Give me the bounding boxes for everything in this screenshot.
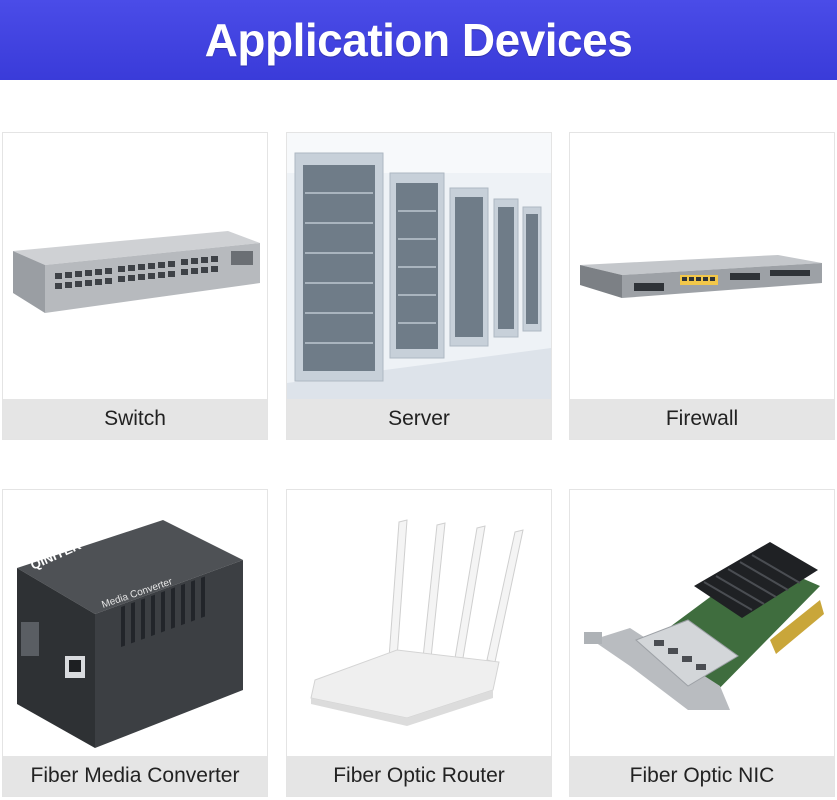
device-label-server: Server [287,399,551,439]
device-label-switch: Switch [3,399,267,439]
device-card-fiber-optic-router[interactable]: Fiber Optic Router [287,490,551,796]
device-label-fiber-optic-nic: Fiber Optic NIC [570,756,834,796]
device-card-fiber-media-converter[interactable]: QINIYEK Media Converter Fiber Media Conv… [3,490,267,796]
router-icon [287,490,551,756]
device-label-fiber-media-converter: Fiber Media Converter [3,756,267,796]
device-card-server[interactable]: Server [287,133,551,439]
device-card-firewall[interactable]: Firewall [570,133,834,439]
device-card-fiber-optic-nic[interactable]: Fiber Optic NIC [570,490,834,796]
device-label-firewall: Firewall [570,399,834,439]
server-room-icon [287,133,551,399]
device-card-switch[interactable]: Switch [3,133,267,439]
network-switch-icon [3,133,267,399]
firewall-appliance-icon [570,133,834,399]
device-label-fiber-optic-router: Fiber Optic Router [287,756,551,796]
page-title: Application Devices [204,14,633,66]
media-converter-icon: QINIYEK Media Converter [3,490,267,756]
header-banner: Application Devices [0,0,837,80]
nic-card-icon [570,490,834,756]
